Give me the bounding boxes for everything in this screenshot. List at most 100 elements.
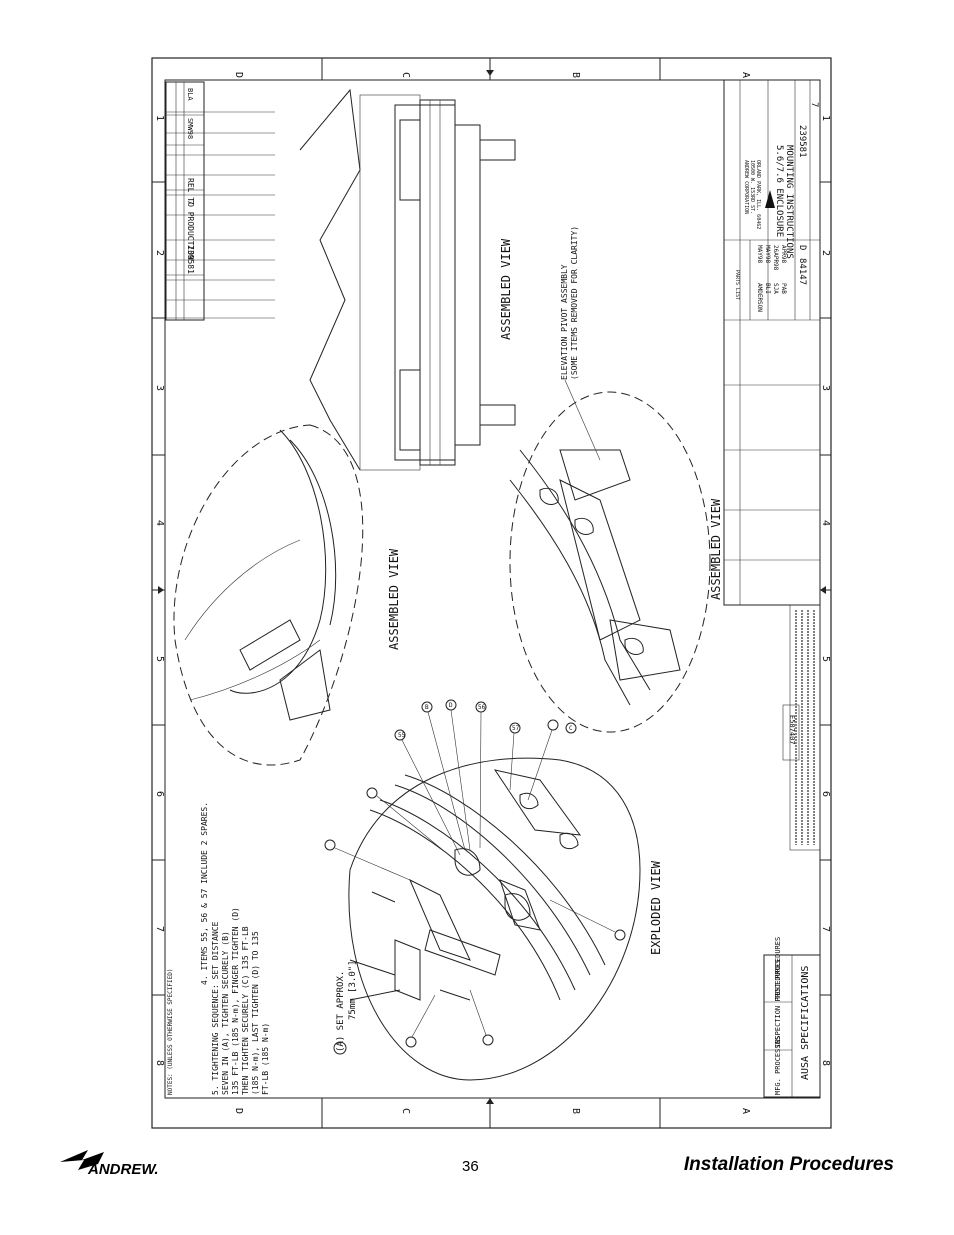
callout-label: 57 (512, 725, 520, 732)
assembled-view-label-2: ASSEMBLED VIEW (499, 238, 513, 340)
assembled-view-detail-1: ASSEMBLED VIEW (173, 424, 401, 766)
note-5-line-2: SEVEN IN (A), TIGHTEN SECURELY (B) (221, 931, 230, 1095)
note-5-line-5: (185 N-m), LAST TIGHTEN (D) TO 135 (251, 931, 260, 1095)
callout-label: B (425, 704, 429, 711)
title-line-1: 5.6/7.6 ENCLOSURE (774, 145, 784, 237)
spec-col-1: MFG. PROCESSES (774, 1036, 782, 1095)
border-number: 2 (820, 250, 831, 256)
set-approx-label: (A) SET APPROX. (336, 971, 346, 1052)
border-number: 8 (154, 1060, 165, 1066)
checked-name: BLI (764, 283, 771, 294)
set-approx-dim: 75mm [3.0"] (348, 960, 358, 1020)
callout (366, 787, 456, 861)
revision-block: BLA SMW98 REL TO PRODUCTION 7 239581 (165, 81, 205, 321)
callout-label: 56 (478, 704, 486, 711)
notes-block: NOTES: (UNLESS OTHERWISE SPECIFIED) 4. I… (167, 802, 358, 1095)
rev-date-value: SMW98 (186, 118, 194, 139)
spec-col-2: INSPECTION PROCEDURES (774, 959, 782, 1048)
saf-number: E507407 (788, 715, 796, 745)
approver-date: APR98 (780, 245, 787, 263)
callout (549, 899, 626, 941)
callouts: 55 B D 56 57 C (324, 699, 626, 1048)
elevation-pivot-label-2: (SOME ITEMS REMOVED FOR CLARITY) (570, 226, 579, 380)
border-number: 8 (820, 1060, 831, 1066)
border-number: 5 (154, 656, 165, 662)
border-letter-top: A (740, 72, 751, 78)
note-4: 4. ITEMS 55, 56 & 57 INCLUDE 2 SPARES. (200, 802, 209, 985)
page-number: 36 (462, 1158, 479, 1175)
border-letter-bottom: B (570, 1108, 581, 1114)
border-letter-top: C (400, 72, 411, 78)
company-line-1: ANDREW CORPORATION (743, 160, 749, 214)
callout (509, 722, 521, 791)
border-letter-top: D (233, 72, 244, 78)
revision-description: REL TO PRODUCTION (186, 178, 195, 260)
company-line-2: 10500 W. 153RD ST. (749, 160, 755, 214)
note-5-line-4: THEN TIGHTEN SECURELY (C) 135 FT-LB (241, 926, 250, 1095)
proprietary-notice (789, 604, 821, 851)
callout-label: 55 (398, 732, 406, 739)
checked-date: MAY98 (764, 245, 771, 263)
border-number: 3 (820, 385, 831, 391)
assembled-view-detail-2: ELEVATION PIVOT ASSEMBLY (SOME ITEMS REM… (509, 226, 723, 733)
border-number: 1 (154, 115, 165, 121)
note-5-line-1: 5. TIGHTENING SEQUENCE: SET DISTANCE (211, 921, 220, 1095)
callout (421, 701, 466, 851)
approver-name: PAB (780, 283, 787, 294)
parts-list-label: PARTS LIST (734, 270, 740, 300)
border-letter-bottom: A (740, 1108, 751, 1114)
specification-block: MFG. PROCESSES INSPECTION PROCEDURES TES… (763, 937, 821, 1098)
border-number: 7 (820, 926, 831, 932)
border-letter-bottom: D (233, 1108, 244, 1114)
border-number: 1 (820, 115, 831, 121)
dwg-number-small: 239581 (186, 245, 195, 274)
note-5-line-3: 135 FT-LB (185 N-m), FINGER TIGHTEN (D) (231, 907, 240, 1095)
border-letter-top: B (570, 72, 581, 78)
border-number: 6 (154, 791, 165, 797)
rev-number: 7 (186, 200, 195, 205)
note-5-line-6: FT-LB (185 N-m) (261, 1023, 270, 1095)
callout-label: D (449, 702, 453, 709)
callout-label: C (569, 725, 573, 732)
callout (565, 722, 577, 734)
assembled-view-label-1: ASSEMBLED VIEW (387, 548, 401, 650)
drawn-name: AMDERSON (756, 283, 763, 312)
approved-value: BLA (186, 88, 194, 101)
engineer-date: 26APR98 (772, 245, 779, 271)
callout (445, 699, 471, 851)
callout (475, 701, 487, 849)
zone-arrows (158, 70, 826, 1104)
border-number: 4 (154, 520, 165, 526)
size-code: D (797, 245, 807, 250)
callout (324, 839, 411, 881)
border-number: 3 (154, 385, 165, 391)
border-number: 7 (154, 926, 165, 932)
callout (527, 719, 559, 801)
dwg-number: 239581 (797, 125, 807, 158)
border-number: 5 (820, 656, 831, 662)
border-letters: D C B A D C B A (233, 72, 751, 1114)
company-line-3: ORLAND PARK, ILL. 60462 (755, 160, 761, 229)
spec-col-3: TEST PROCEDURES (774, 937, 782, 1000)
border-number: 2 (154, 250, 165, 256)
callout (394, 729, 461, 856)
callout (469, 989, 494, 1046)
elevation-pivot-label-1: ELEVATION PIVOT ASSEMBLY (560, 264, 569, 380)
assembled-view-main: ASSEMBLED VIEW (299, 88, 516, 471)
spec-title: AUSA SPECIFICATIONS (800, 966, 811, 1080)
border-number: 4 (820, 520, 831, 526)
exploded-view-drawing: EXPLODED VIEW (348, 757, 663, 1081)
vendor-code: 84147 (797, 258, 807, 285)
assembled-view-label-3: ASSEMBLED VIEW (709, 498, 723, 600)
page-footer: ANDREW. 36 Installation Procedures (0, 1148, 954, 1188)
title-line-2: MOUNTING INSTRUCTIONS (784, 145, 794, 259)
outer-border (151, 57, 832, 1129)
callout (405, 994, 436, 1048)
andrew-logo: ANDREW. (60, 1150, 159, 1178)
notes-title: NOTES: (UNLESS OTHERWISE SPECIFIED) (167, 969, 174, 1095)
sheet-rev: 7 (809, 102, 819, 107)
engineer-name: SJA (772, 283, 779, 294)
border-letter-bottom: C (400, 1108, 411, 1114)
rev-table-lines (166, 111, 275, 319)
